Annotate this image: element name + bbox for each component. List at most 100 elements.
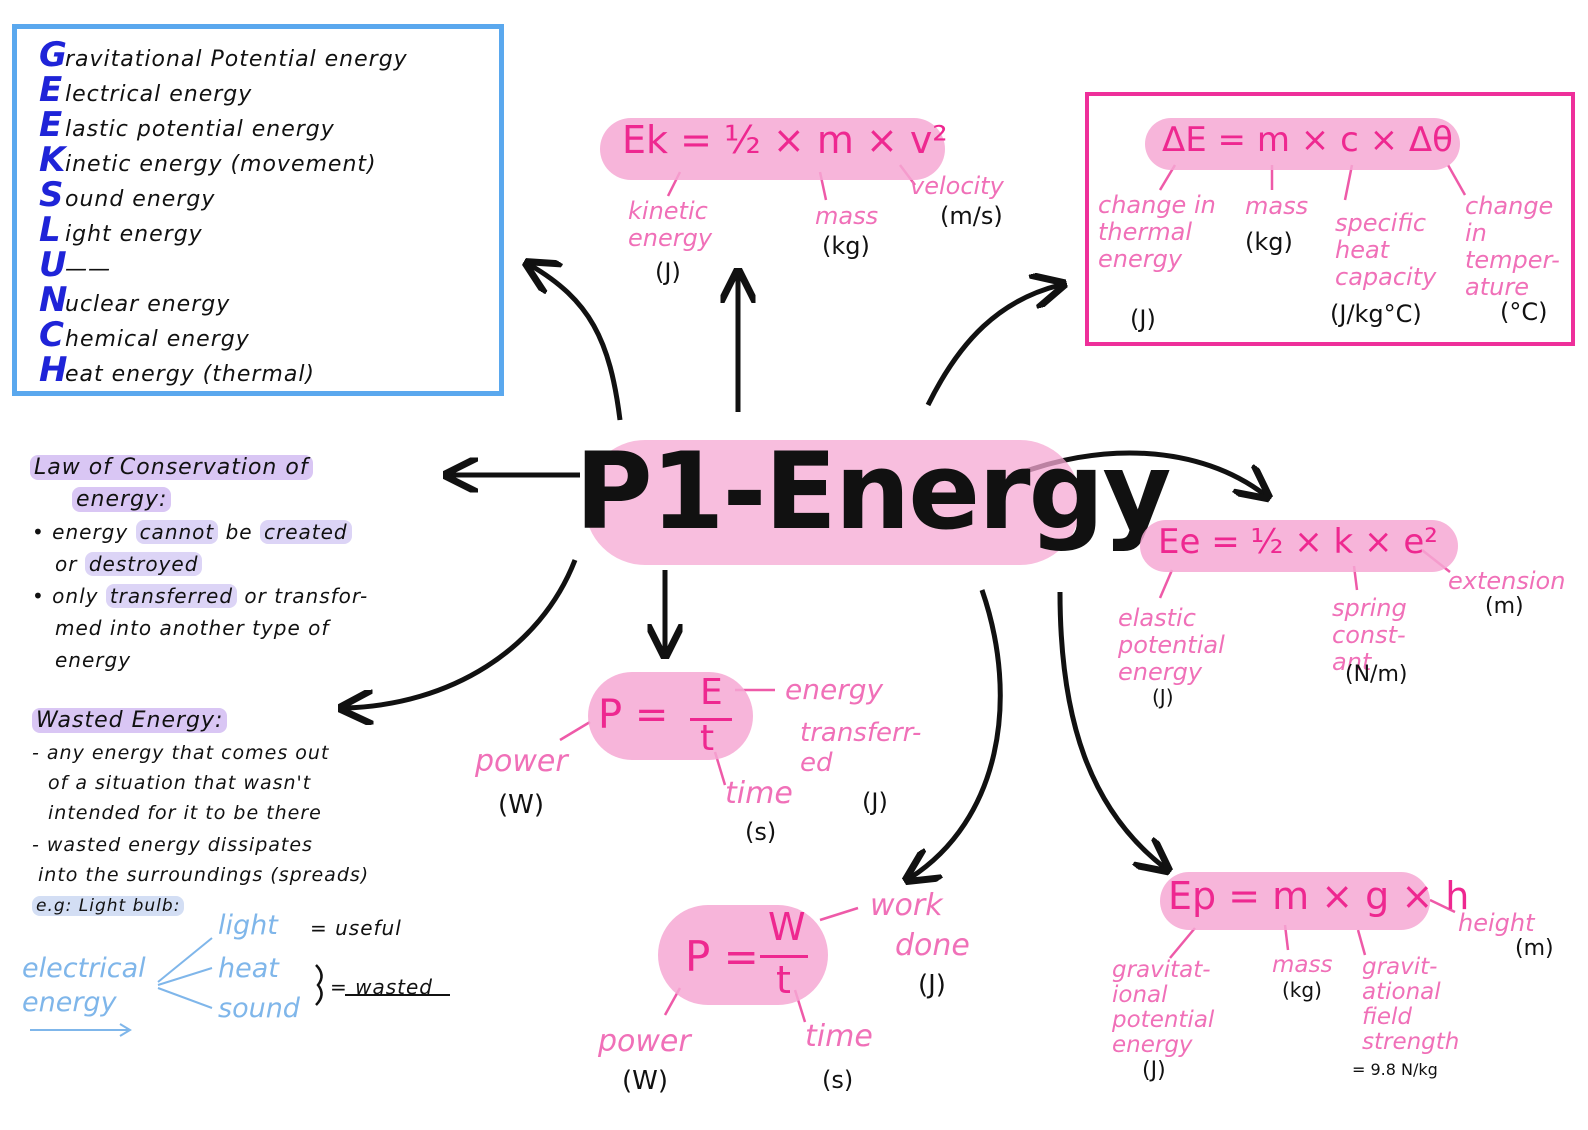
conservation-bullet-2-line2: med into another type of: [55, 616, 330, 640]
power1-e-label-1: energy: [785, 673, 884, 706]
conservation-bullet-1: • energy cannot be created: [32, 520, 352, 544]
power2-w-unit: (J): [918, 970, 946, 1000]
thermal-mass-label: mass: [1245, 192, 1309, 220]
wasted-line-4: - wasted energy dissipates: [32, 834, 313, 856]
thermal-change-label: change in thermal energy: [1098, 191, 1216, 273]
b1-part: created: [259, 520, 352, 544]
elastic-k-unit: (N/m): [1345, 662, 1408, 687]
thermal-highlight: [1145, 118, 1460, 170]
thermal-box: [1085, 92, 1575, 346]
geek-text: hemical energy: [65, 327, 250, 352]
b1-part: destroyed: [84, 552, 203, 576]
power2-p-label: power: [598, 1024, 691, 1059]
arrow-to-geekslunch: [530, 265, 623, 421]
geek-text: ight energy: [65, 222, 203, 247]
power1-e-label-2: transferr- ed: [800, 718, 922, 778]
wasted-example: e.g: Light bulb:: [32, 896, 185, 916]
geek-letter: K: [39, 140, 66, 180]
elastic-k-label: spring const- ant: [1332, 594, 1407, 676]
gpe-g-value: = 9.8 N/kg: [1352, 1060, 1438, 1079]
power1-e-unit: (J): [862, 788, 888, 816]
conservation-bullet-1-line2: or destroyed: [55, 552, 203, 576]
geek-letter: U: [39, 245, 67, 285]
gpe-g-label: gravit- ational field strength: [1362, 954, 1460, 1055]
kinetic-velocity-unit: (m/s): [940, 202, 1003, 230]
conservation-heading: Law of Conservation of: [30, 455, 313, 480]
gpe-highlight: [1160, 872, 1430, 930]
power1-t-unit: (s): [745, 818, 777, 846]
conservation-bullet-2: • only transferred or transfor-: [32, 584, 368, 608]
kinetic-formula: Ek = ½ × m × v²: [622, 118, 948, 162]
geek-letter: L: [39, 210, 61, 250]
power2-t-label: time: [805, 1019, 873, 1054]
power2-p-unit: (W): [622, 1066, 668, 1096]
elastic-e-label: extension: [1448, 567, 1566, 595]
arrow-to-power2: [910, 589, 1003, 878]
b1-part: • energy: [32, 520, 129, 544]
power2-fraction-bar: [760, 955, 808, 958]
title-highlight: [585, 440, 1080, 565]
gpe-m-label: mass: [1272, 952, 1333, 978]
arrow-to-thermal: [925, 285, 1060, 407]
power1-p-unit: (W): [498, 790, 544, 820]
conservation-heading-line2: energy:: [72, 487, 172, 512]
bulb-useful-tag: = useful: [310, 916, 402, 940]
bulb-heat: heat: [218, 953, 279, 984]
page-title: P1-Energy: [575, 430, 1171, 553]
b1-part: be: [225, 520, 253, 544]
geek-text: inetic energy (movement): [65, 152, 377, 177]
power2-denominator: t: [776, 958, 791, 1002]
geek-text: eat energy (thermal): [65, 362, 316, 387]
b1-part: cannot: [135, 520, 219, 544]
thermal-formula: ΔE = m × c × Δθ: [1162, 120, 1453, 160]
wasted-heading-text: Wasted Energy:: [32, 708, 228, 733]
wasted-line-1: - any energy that comes out: [32, 742, 330, 764]
b2-part: or transfor-: [244, 584, 369, 608]
geek-text: uclear energy: [65, 292, 231, 317]
power2-w-label-1: work: [870, 888, 943, 923]
elastic-ee-label: elastic potential energy: [1118, 604, 1225, 686]
wasted-line-3: intended for it to be there: [48, 802, 322, 824]
gpe-ep-label: gravitat- ional potential energy: [1112, 957, 1215, 1058]
geek-letter: E: [39, 105, 63, 145]
b2-part: transferred: [105, 584, 238, 608]
geek-letter: G: [39, 35, 67, 75]
kinetic-energy-label: kinetic energy: [628, 197, 713, 252]
geek-text: ound energy: [65, 187, 216, 212]
wasted-line-5: into the surroundings (spreads): [38, 864, 370, 886]
geek-text: lectrical energy: [65, 82, 253, 107]
wasted-heading: Wasted Energy:: [32, 708, 228, 733]
thermal-temp-label: change in temper- ature: [1465, 192, 1560, 301]
geek-text: ——: [65, 257, 111, 282]
kinetic-energy-unit: (J): [655, 258, 681, 286]
arrow-to-wasted: [345, 559, 578, 708]
gpe-formula: Ep = m × g × h: [1168, 874, 1470, 918]
geek-letter: E: [39, 70, 63, 110]
conservation-bullet-2-line3: energy: [55, 648, 132, 672]
power1-t-label: time: [725, 776, 793, 811]
power1-numerator: E: [700, 672, 723, 713]
gpe-h-unit: (m): [1515, 936, 1554, 961]
wasted-line-2: of a situation that wasn't: [48, 772, 312, 794]
power1-highlight: [588, 672, 753, 760]
thermal-shc-label: specific heat capacity: [1335, 209, 1437, 291]
power2-t-unit: (s): [822, 1066, 854, 1094]
elastic-e-unit: (m): [1485, 594, 1524, 619]
bulb-light: light: [218, 910, 278, 941]
conservation-heading-line1: Law of Conservation of: [30, 455, 313, 480]
geek-row: U——: [39, 245, 111, 285]
elastic-formula: Ee = ½ × k × e²: [1158, 522, 1438, 562]
bulb-wasted-tag: = wasted: [330, 975, 433, 999]
b1-part: or: [55, 552, 78, 576]
geek-letter: C: [39, 315, 64, 355]
wasted-example-text: e.g: Light bulb:: [32, 896, 185, 916]
gpe-h-label: height: [1458, 909, 1535, 937]
power1-fraction-bar: [690, 718, 732, 721]
conservation-heading-2: energy:: [72, 487, 172, 512]
